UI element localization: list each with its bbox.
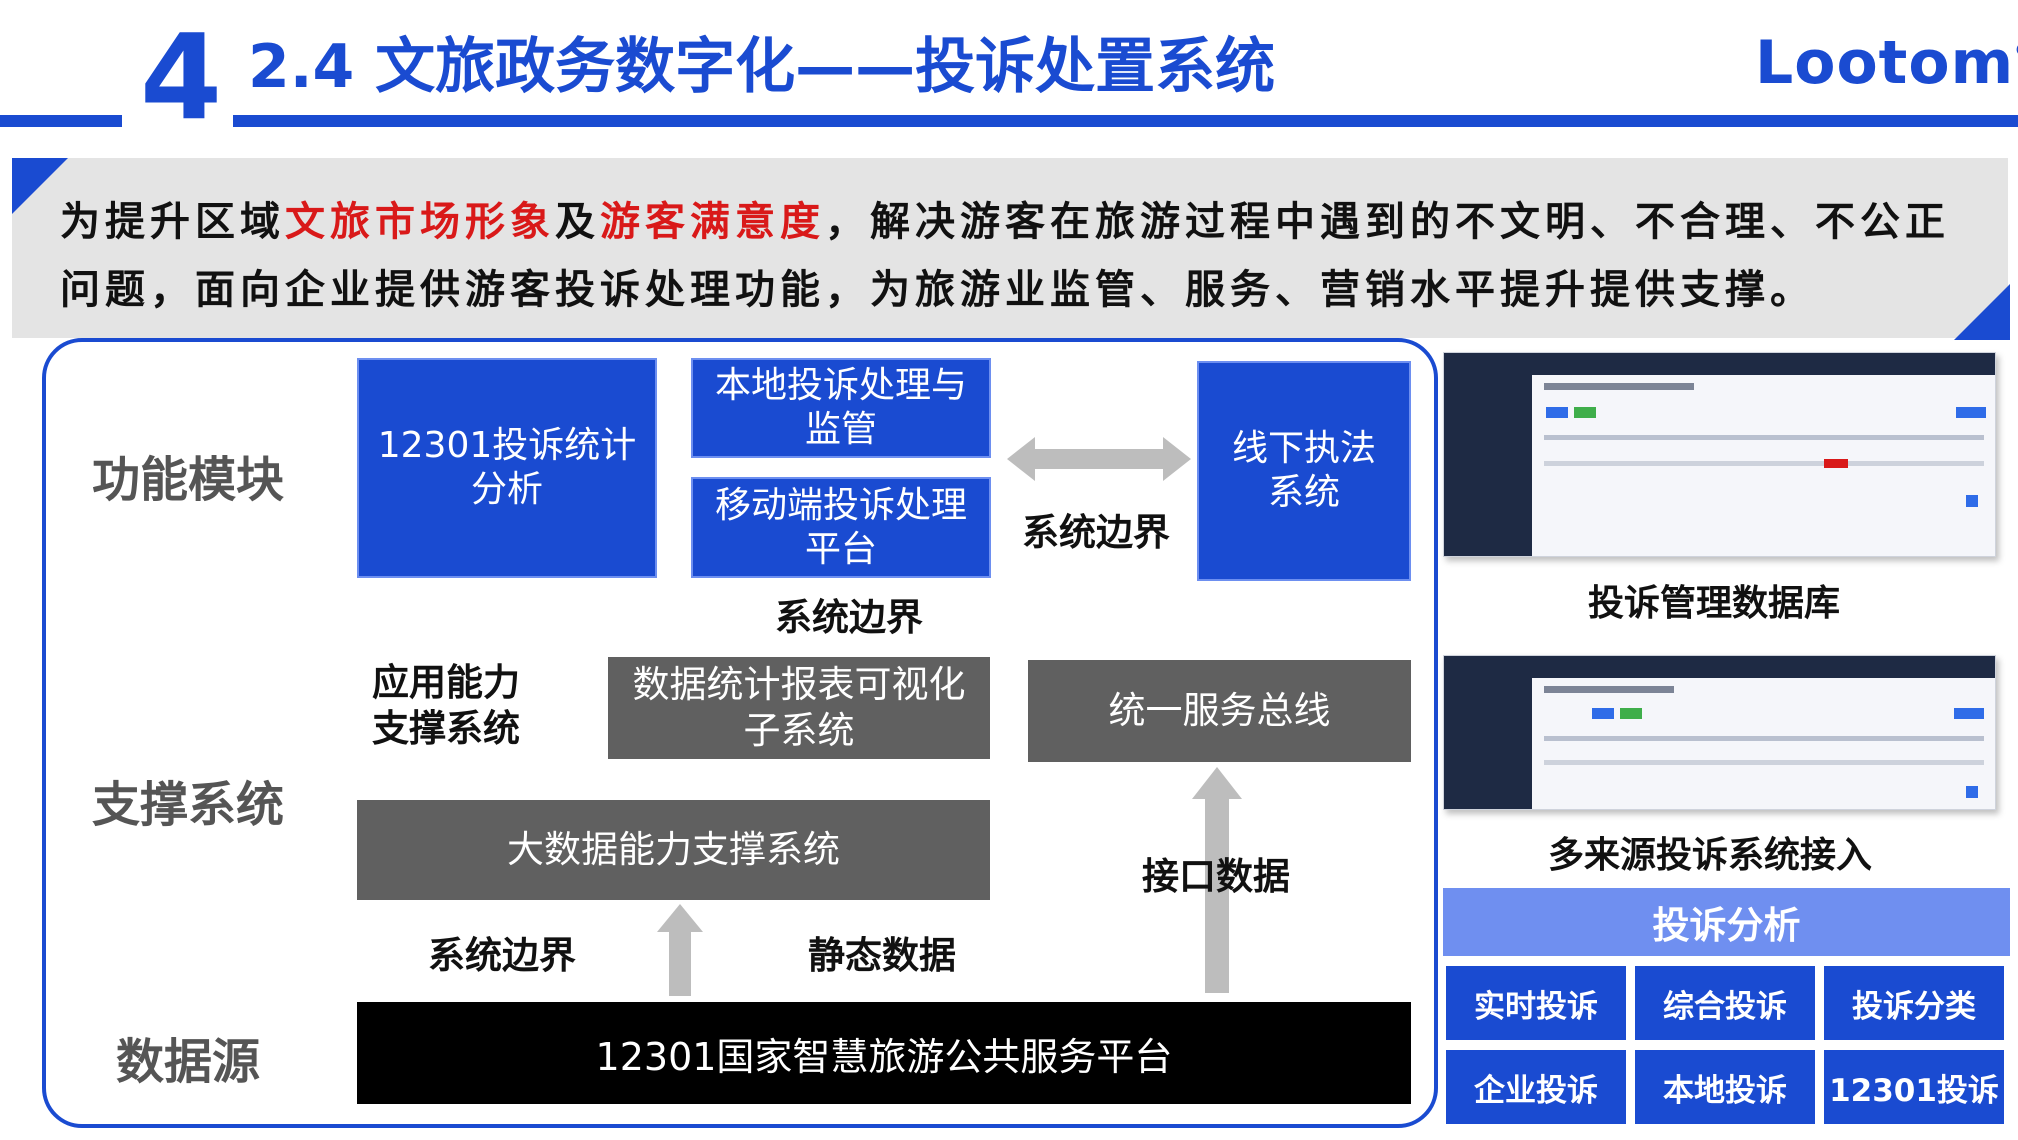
label-boundary-top: 系统边界 (1022, 511, 1170, 554)
screenshot-sidebar (1444, 375, 1532, 556)
screenshot-btn (1620, 708, 1642, 719)
highlight-satisfaction: 游客满意度 (600, 199, 825, 245)
tile-enterprise-complaint[interactable]: 企业投诉 (1446, 1050, 1626, 1124)
tile-12301-complaint[interactable]: 12301投诉 (1824, 1050, 2004, 1124)
box-12301-stats: 12301投诉统计分析 (357, 358, 657, 578)
box-bigdata-support: 大数据能力支撑系统 (357, 800, 990, 900)
corner-triangle-bottom-right (1954, 284, 2010, 340)
highlight-market-image: 文旅市场形象 (285, 199, 555, 245)
row-label-support: 支撑系统 (92, 777, 285, 833)
screenshot-status-tag (1824, 459, 1848, 468)
box-local-complaint-label: 本地投诉处理与监管 (714, 365, 967, 450)
box-bigdata-support-label: 大数据能力支撑系统 (507, 828, 840, 871)
intro-text: 为提升区域文旅市场形象及游客满意度，解决游客在旅游过程中遇到的不文明、不合理、不… (60, 188, 1950, 324)
screenshot-multi-source-access (1443, 655, 1996, 810)
box-12301-platform: 12301国家智慧旅游公共服务平台 (357, 1002, 1411, 1104)
intro-part-3: ，解决游客在旅游过程中遇到的不文明、不合理、不公正问题，面向企业提供游客投诉处理… (60, 199, 1950, 313)
tile-realtime-complaint[interactable]: 实时投诉 (1446, 966, 1626, 1040)
analysis-header: 投诉分析 (1443, 888, 2010, 956)
page-title: 2.4 文旅政务数字化——投诉处置系统 (248, 32, 1276, 102)
header-rule-left (0, 115, 122, 127)
tile-label: 12301投诉 (1829, 1072, 1999, 1109)
tile-comprehensive-complaint[interactable]: 综合投诉 (1635, 966, 1815, 1040)
tile-label: 综合投诉 (1663, 988, 1787, 1025)
box-service-bus: 统一服务总线 (1028, 660, 1411, 762)
logo-text: Lootom (1755, 28, 2015, 98)
row-label-source: 数据源 (116, 1034, 261, 1090)
screenshot-pager (1966, 786, 1978, 798)
label-boundary-mid: 系统边界 (775, 596, 923, 639)
corner-triangle-top-left (12, 158, 68, 214)
intro-part-2: 及 (555, 199, 600, 245)
box-12301-platform-label: 12301国家智慧旅游公共服务平台 (595, 1034, 1173, 1079)
screenshot-btn (1574, 407, 1596, 418)
label-static-data: 静态数据 (808, 934, 956, 977)
box-12301-stats-label: 12301投诉统计分析 (377, 425, 637, 510)
caption-multi-source-access: 多来源投诉系统接入 (1548, 835, 1873, 876)
header-rule-right (233, 115, 2018, 127)
row-label-function: 功能模块 (92, 452, 285, 508)
box-mobile-complaint-label: 移动端投诉处理平台 (714, 484, 967, 570)
registered-mark: ® (2014, 40, 2018, 61)
tile-complaint-classification[interactable]: 投诉分类 (1824, 966, 2004, 1040)
tile-label: 投诉分类 (1852, 988, 1976, 1025)
screenshot-table-row (1544, 760, 1984, 765)
screenshot-pager (1966, 495, 1978, 507)
tile-local-complaint[interactable]: 本地投诉 (1635, 1050, 1815, 1124)
screenshot-btn (1546, 407, 1568, 418)
box-report-visualization-label: 数据统计报表可视化子系统 (632, 663, 966, 752)
intro-part-1: 为提升区域 (60, 199, 285, 245)
screenshot-table-header (1544, 736, 1984, 741)
screenshot-btn (1956, 407, 1986, 418)
section-number: 4 (140, 8, 223, 146)
tile-label: 本地投诉 (1663, 1072, 1787, 1109)
analysis-title: 投诉分析 (1652, 904, 1801, 947)
lootom-logo: Lootom® (1755, 30, 2018, 96)
screenshot-topbar (1444, 353, 1995, 375)
box-mobile-complaint: 移动端投诉处理平台 (691, 477, 991, 578)
box-report-visualization: 数据统计报表可视化子系统 (608, 657, 990, 759)
screenshot-table-header (1544, 435, 1984, 440)
up-arrow-interface-icon (1192, 767, 1242, 993)
screenshot-heading (1544, 383, 1694, 390)
box-local-complaint: 本地投诉处理与监管 (691, 358, 991, 458)
intro-box: 为提升区域文旅市场形象及游客满意度，解决游客在旅游过程中遇到的不文明、不合理、不… (12, 158, 2008, 338)
diagram-frame (42, 338, 1438, 1128)
screenshot-btn (1954, 708, 1984, 719)
tile-label: 企业投诉 (1474, 1072, 1598, 1109)
double-arrow-icon (1007, 437, 1191, 481)
box-offline-enforcement: 线下执法系统 (1197, 361, 1411, 581)
screenshot-sidebar (1444, 678, 1532, 809)
caption-complaint-database: 投诉管理数据库 (1588, 583, 1841, 624)
box-offline-enforcement-label: 线下执法系统 (1231, 428, 1376, 513)
screenshot-btn (1592, 708, 1614, 719)
screenshot-heading (1544, 686, 1674, 693)
screenshot-complaint-database (1443, 352, 1996, 557)
screenshot-table-row (1544, 461, 1984, 466)
up-arrow-static-icon (657, 904, 703, 996)
screenshot-topbar (1444, 656, 1995, 678)
label-app-support: 应用能力支撑系统 (372, 661, 520, 750)
box-service-bus-label: 统一服务总线 (1108, 689, 1331, 732)
tile-label: 实时投诉 (1474, 988, 1598, 1025)
label-interface-data: 接口数据 (1142, 855, 1290, 898)
label-boundary-bottom: 系统边界 (428, 934, 576, 977)
